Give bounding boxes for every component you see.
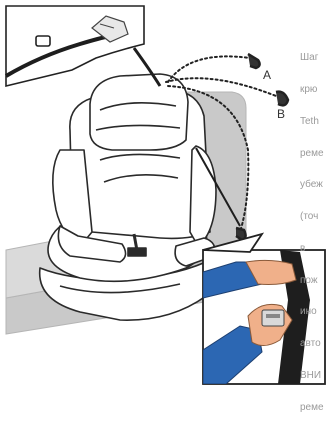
instruction-line: в — [300, 244, 328, 255]
instruction-line: реме — [300, 149, 328, 160]
instruction-line: Шаг — [300, 53, 328, 64]
instruction-line: убеж — [300, 180, 328, 191]
top-detail-inset — [6, 6, 144, 86]
anchor-hook-b — [276, 92, 288, 106]
instruction-line: авто — [300, 339, 328, 350]
instruction-line: крю — [300, 85, 328, 96]
illustration: A B — [0, 0, 328, 386]
instruction-line: Teth — [300, 117, 328, 128]
point-a-label: A — [263, 68, 271, 82]
instruction-line: реме — [300, 403, 328, 414]
anchor-hook-a — [248, 54, 260, 68]
child-car-seat — [40, 74, 216, 320]
instruction-line: ино — [300, 307, 328, 318]
instruction-line: (точ — [300, 212, 328, 223]
point-b-label: B — [277, 107, 285, 121]
instruction-line: пож — [300, 276, 328, 287]
instruction-line: ВНИ — [300, 371, 328, 382]
instruction-text: Шаг крю Teth реме убеж (точ в пож ино ав… — [300, 32, 328, 424]
